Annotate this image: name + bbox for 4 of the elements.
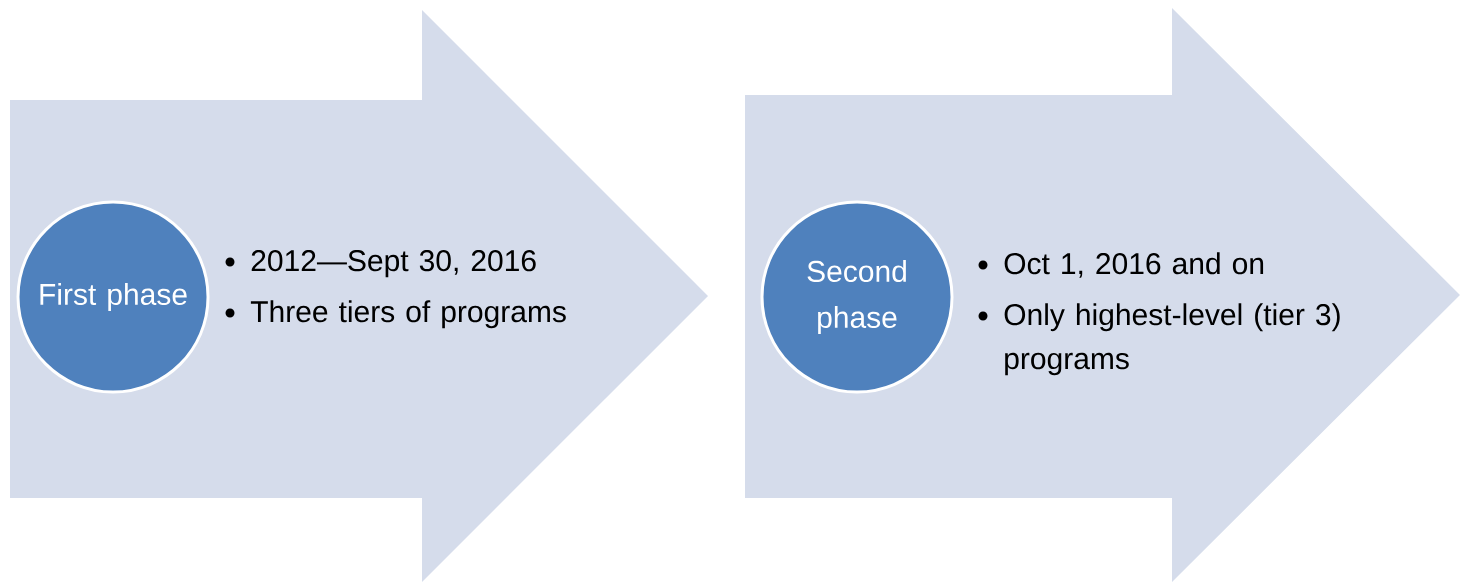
bullet-item: Oct 1, 2016 and on [978,252,1264,278]
bullet-item: Only highest-level (tier 3) programs [978,303,1340,376]
bullet-item: 2012—Sept 30, 2016 [225,250,536,278]
bullet-item: Three tiers of programs [225,300,566,329]
